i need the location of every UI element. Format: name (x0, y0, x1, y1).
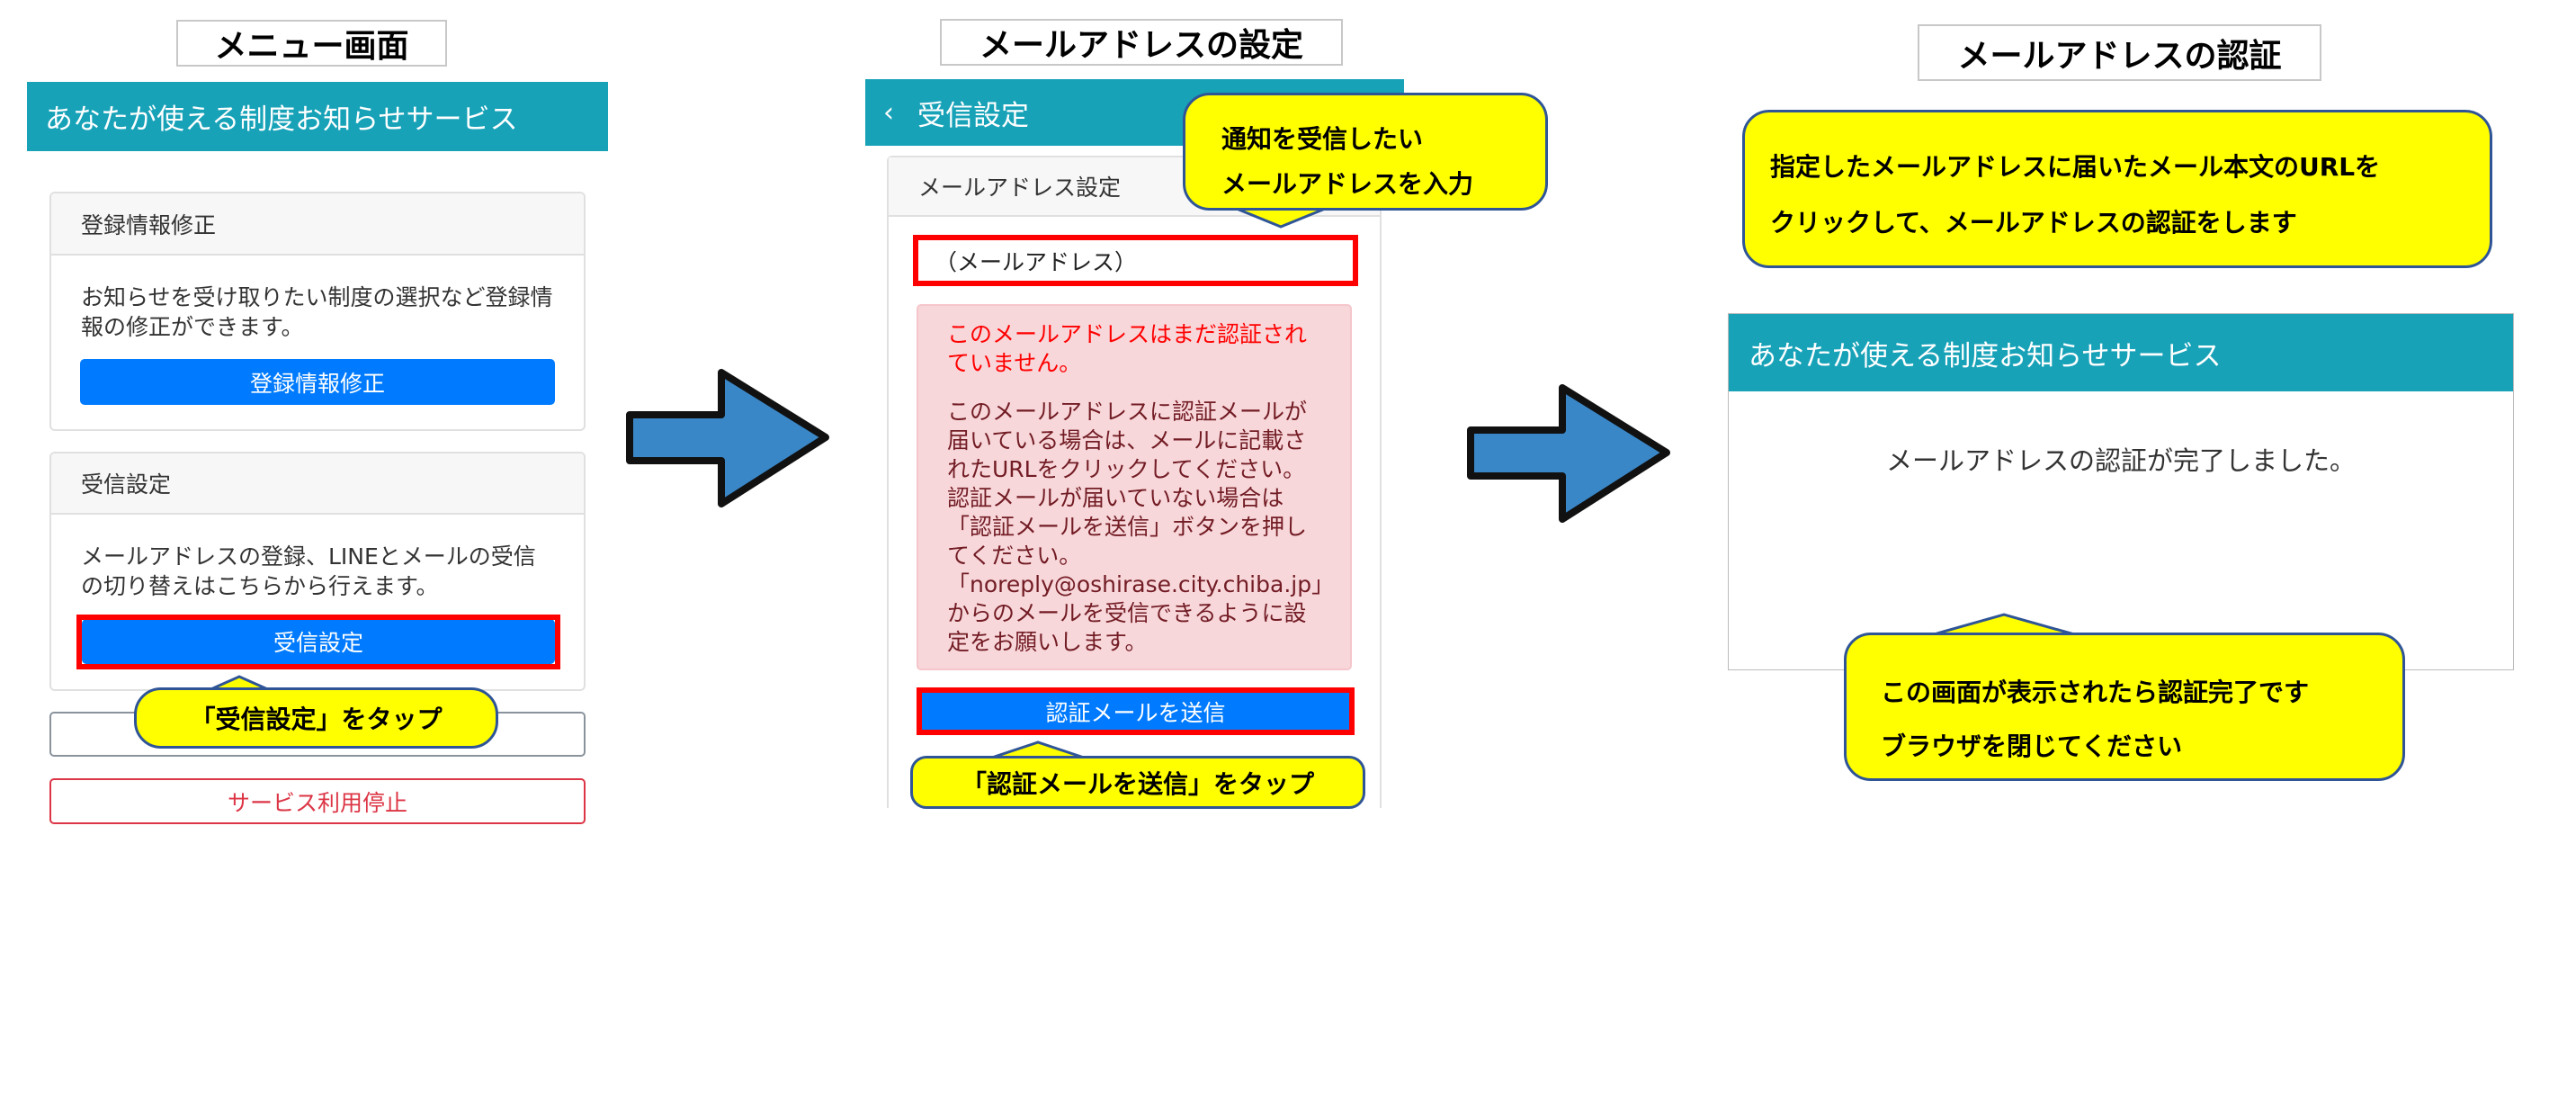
send-verification-button[interactable]: 認証メールを送信 (919, 690, 1352, 732)
verification-page: あなたが使える制度お知らせサービス メールアドレスの認証が完了しました。 (1728, 313, 2514, 670)
highlight-frame (917, 687, 1355, 735)
arrow-right-icon (1467, 384, 1670, 523)
card-registration: 登録情報修正 お知らせを受け取りたい制度の選択など登録情報の修正ができます。 (49, 192, 586, 431)
card-description: メールアドレスの登録、LINEとメールの受信の切り替えはこちらから行えます。 (81, 543, 536, 599)
callout-line: 指定したメールアドレスに届いたメール本文のURLを (1770, 152, 2381, 182)
highlight-frame (76, 615, 560, 669)
callout-line: 通知を受信したい (1221, 124, 1424, 154)
card-description: お知らせを受け取りたい制度の選択など登録情報の修正ができます。 (81, 284, 553, 340)
callout-line: この画面が表示されたら認証完了です (1881, 678, 2310, 707)
callout-tap-receive-settings: 「受信設定」をタップ (134, 687, 498, 749)
step-title-email: メールアドレスの設定 (940, 19, 1343, 66)
callout-click-url: 指定したメールアドレスに届いたメール本文のURLを クリックして、メールアドレス… (1742, 110, 2492, 268)
unverified-alert: このメールアドレスはまだ認証されていません。 このメールアドレスに認証メールが届… (917, 304, 1352, 670)
callout-line: メールアドレスを入力 (1221, 169, 1474, 199)
header-title: 受信設定 (917, 99, 1029, 132)
card-title: 登録情報修正 (51, 193, 584, 256)
alert-body: このメールアドレスに認証メールが届いている場合は、メールに記載されたURLをクリ… (947, 399, 1335, 655)
callout-line: クリックして、メールアドレスの認証をします (1770, 208, 2297, 238)
card-title: 受信設定 (51, 453, 584, 515)
alert-warning: このメールアドレスはまだ認証されていません。 (947, 321, 1308, 376)
callout-tap-send: 「認証メールを送信」をタップ (910, 756, 1365, 809)
stop-service-button[interactable]: サービス利用停止 (49, 778, 586, 824)
app-header: あなたが使える制度お知らせサービス (1729, 314, 2513, 391)
callout-enter-email: 通知を受信したい メールアドレスを入力 (1183, 93, 1548, 211)
app-header: あなたが使える制度お知らせサービス (27, 82, 608, 151)
edit-registration-button[interactable]: 登録情報修正 (80, 359, 555, 405)
chevron-left-icon[interactable]: ‹ (883, 96, 894, 129)
callout-verification-complete: この画面が表示されたら認証完了です ブラウザを閉じてください (1844, 633, 2405, 781)
arrow-right-icon (626, 369, 829, 507)
email-input[interactable]: （メールアドレス） (913, 235, 1358, 286)
verification-complete-message: メールアドレスの認証が完了しました。 (1885, 445, 2356, 476)
callout-line: ブラウザを閉じてください (1881, 731, 2183, 761)
step-title-verify: メールアドレスの認証 (1918, 24, 2321, 81)
step-title-menu: メニュー画面 (176, 20, 447, 67)
receive-settings-button[interactable]: 受信設定 (82, 619, 555, 664)
